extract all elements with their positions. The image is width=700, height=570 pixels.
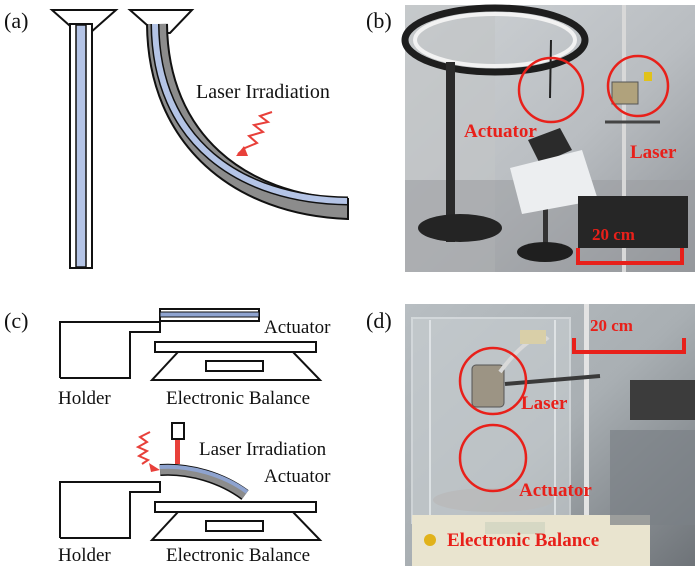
- panel-d-actuator-label: Actuator: [519, 480, 592, 501]
- fiber-connector: [520, 330, 546, 344]
- panel-a-laser-label: Laser Irradiation: [196, 81, 330, 103]
- lamp-base: [418, 214, 502, 242]
- stand-rod-d: [584, 304, 589, 566]
- background-cloth: [610, 430, 695, 525]
- panel-c-bottom-laser-label: Laser Irradiation: [199, 439, 327, 460]
- balance-window-bottom: [205, 520, 264, 532]
- panel-c-bottom-actuator-label: Actuator: [264, 466, 331, 487]
- panel-b: Actuator Laser 20 cm (b): [366, 4, 695, 272]
- panel-a: (a) Laser Irradiation: [4, 8, 349, 269]
- actuator-strip-bottom-gray: [159, 465, 248, 499]
- holder-base: [517, 242, 573, 262]
- panel-c-top-holder-label: Holder: [58, 388, 111, 409]
- actuator-circle-d: [458, 423, 528, 493]
- laser-circle: [606, 54, 670, 118]
- panel-b-laser-label: Laser: [630, 142, 677, 163]
- panel-c-top-balance-label: Electronic Balance: [166, 388, 310, 409]
- laser-warning-label: [644, 72, 652, 81]
- panel-c: (c) Actuator Holder Electronic Balance L…: [4, 308, 331, 566]
- laser-wave-icon: [237, 111, 273, 155]
- holder-block-bottom: [59, 481, 161, 539]
- holder-block-top: [59, 321, 161, 379]
- black-plate: [578, 196, 688, 248]
- panel-b-scale-bar: [576, 248, 684, 265]
- phone-holder: [528, 128, 572, 164]
- balance-window-top: [205, 360, 264, 372]
- panel-d-balance-label: Electronic Balance: [447, 530, 599, 551]
- balance-button-icon: [424, 534, 436, 546]
- actuator-strip-bottom-film: [159, 464, 249, 494]
- straight-strip-film: [75, 24, 87, 268]
- panel-b-actuator-label: Actuator: [464, 121, 537, 142]
- lamp-stand-pole: [446, 62, 455, 242]
- panel-b-label: (b): [366, 8, 392, 33]
- balance-pan-d: [433, 488, 553, 512]
- actuator-circle: [517, 56, 585, 124]
- clamp-arm-d: [504, 374, 601, 386]
- bent-strip-film: [152, 23, 349, 204]
- actuator-strip-photo: [549, 39, 552, 99]
- panel-c-bottom-holder-label: Holder: [58, 545, 111, 566]
- panel-d-label: (d): [366, 308, 392, 333]
- panel-d-laser-label: Laser: [521, 393, 568, 414]
- balance-pan-top: [154, 341, 317, 353]
- paper-sheet: [510, 150, 598, 214]
- laser-wave-icon-c: [135, 431, 151, 465]
- ring-light: [401, 4, 589, 76]
- panel-c-label: (c): [4, 308, 28, 333]
- laser-arrowhead-icon: [236, 146, 248, 156]
- laser-beam: [175, 440, 180, 464]
- panel-d: 20 cm Laser Actuator Electronic Balance …: [366, 304, 695, 566]
- laser-circle-d: [458, 346, 528, 416]
- retort-stand-rod: [622, 5, 626, 272]
- balance-pan-bottom: [154, 501, 317, 513]
- panel-c-bottom-balance-label: Electronic Balance: [166, 545, 310, 566]
- balance-display: [485, 522, 545, 534]
- laser-source-box: [171, 422, 185, 440]
- panel-b-scale-label: 20 cm: [592, 225, 635, 244]
- background-equipment: [630, 380, 695, 420]
- panel-d-scale-bar: [572, 338, 686, 354]
- laser-head: [611, 81, 639, 105]
- actuator-strip-top-film: [159, 311, 260, 318]
- panel-d-scale-label: 20 cm: [590, 316, 633, 335]
- laser-arrowhead-icon-c: [149, 463, 160, 472]
- ring-light-glow: [413, 12, 577, 68]
- laser-head-d: [471, 364, 505, 408]
- panel-a-label: (a): [4, 8, 28, 33]
- panel-c-top-actuator-label: Actuator: [264, 317, 331, 338]
